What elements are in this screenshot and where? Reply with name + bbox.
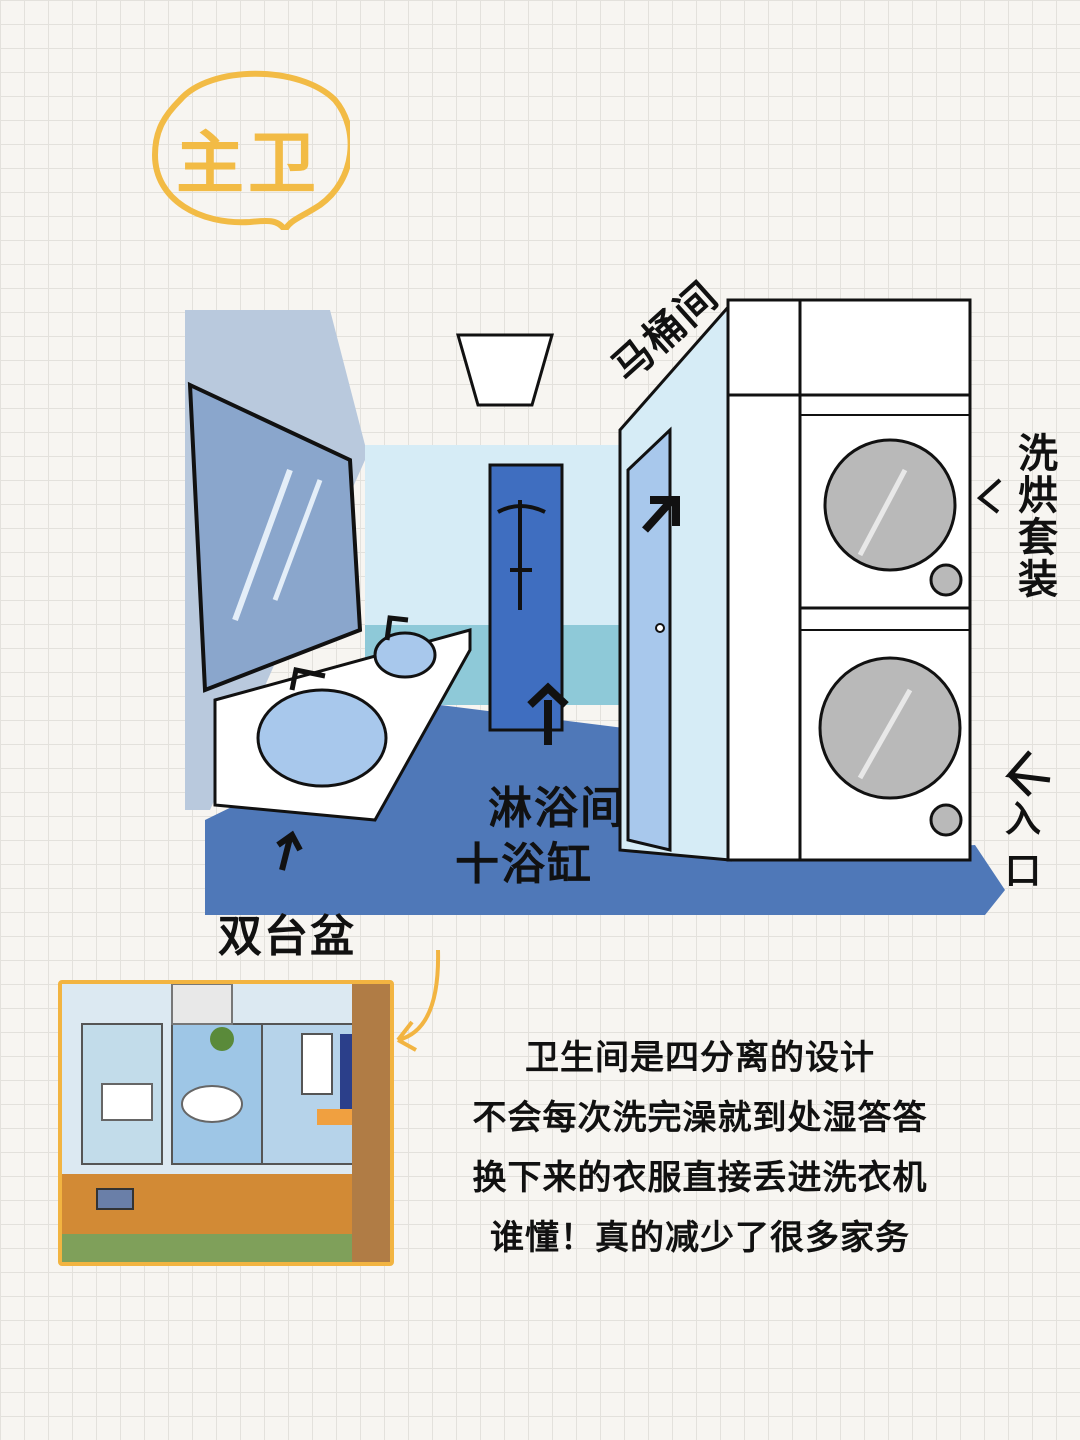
sink-left (256, 688, 388, 788)
caption-line-3: 换下来的衣服直接丢进洗衣机 (472, 1158, 928, 1198)
caption-line-2: 不会每次洗完澡就到处湿答答 (472, 1098, 928, 1138)
floorplan-thumbnail (58, 980, 394, 1266)
caption-line-1: 卫生间是四分离的设计 (525, 1038, 875, 1078)
floorplan-drawing (62, 984, 390, 1262)
entrance-label: 入口 (1005, 799, 1044, 892)
page-title: 主卫 (176, 125, 321, 204)
toilet-room-door (626, 426, 672, 852)
caption-line-4: 谁懂！真的减少了很多家务 (490, 1218, 910, 1258)
mirror (187, 381, 363, 693)
caption: 卫生间是四分离的设计 不会每次洗完澡就到处湿答答 换下来的衣服直接丢进洗衣机 谁… (440, 1028, 960, 1268)
sink-right (373, 631, 437, 679)
shower-bath-label-line1: 淋浴间 (488, 783, 626, 834)
shower-bath-label-line2: 十浴缸 (455, 839, 593, 890)
washer-dryer-label: 洗烘套装 (1011, 432, 1057, 600)
title-speech-bubble (151, 70, 350, 230)
dryer-drum (823, 438, 957, 572)
double-sink-label: 双台盆 (218, 911, 356, 962)
